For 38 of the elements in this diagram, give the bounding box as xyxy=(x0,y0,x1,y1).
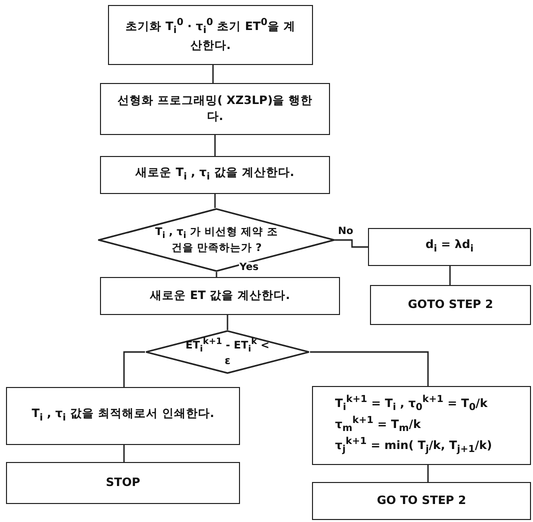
node-text: τ$_{m}$$^{k+1}$ = T$_{m}$/k xyxy=(335,414,421,436)
process-box xyxy=(100,156,330,194)
process-box xyxy=(368,228,531,266)
connector-line xyxy=(123,445,125,462)
decision-diamond xyxy=(145,330,310,374)
connector-line xyxy=(449,266,451,285)
connector-line xyxy=(310,351,429,386)
node-text: T$_{i}$$^{k+1}$ = T$_{i}$ , τ$_{0}$$^{k+1}$ = T$_{0}$/k xyxy=(335,394,488,415)
process-box xyxy=(312,482,531,520)
process-box xyxy=(100,277,340,315)
connector-line xyxy=(335,239,368,248)
connector-line xyxy=(212,65,214,83)
connector-line xyxy=(427,465,429,482)
process-box xyxy=(100,83,330,135)
decision-diamond xyxy=(98,208,335,272)
process-box xyxy=(6,462,240,504)
node-text: T$_{i}$ , τ$_{i}$ 값을 최적해로서 인쇄한다. xyxy=(32,406,214,426)
node-text: 새로운 ET 값을 계산한다. xyxy=(150,288,290,304)
connector-line xyxy=(214,194,216,208)
edge-label: No xyxy=(337,226,354,237)
node-text: GO TO STEP 2 xyxy=(376,493,466,509)
node-text: d$_{i}$ = λd$_{i}$ xyxy=(426,237,474,257)
connector-line xyxy=(214,135,216,156)
process-box xyxy=(6,387,240,445)
node-text: τ$_{j}$$^{k+1}$ = min( T$_{j}$/k, T$_{j+1}$/k) xyxy=(335,436,492,458)
connector-line xyxy=(123,351,145,387)
edge-label: Yes xyxy=(238,262,260,273)
connector-line xyxy=(226,315,228,330)
process-box xyxy=(108,5,313,65)
node-text: ET$_{i}$$^{k+1}$ - ET$_{i}$$^{k}$ < ε xyxy=(184,336,270,368)
process-box xyxy=(370,285,531,325)
node-text: GOTO STEP 2 xyxy=(408,297,494,313)
node-text: 선형화 프로그래밍( XZ3LP)을 행한다. xyxy=(116,93,314,125)
process-box xyxy=(312,386,531,465)
node-text: 초기화 T$_{i}$$^{0}$ · τ$_{i}$$^{0}$ 초기 ET$^{0}$을 계산한다. xyxy=(124,16,296,54)
node-text: T$_{i}$ , τ$_{i}$ 가 비선형 제약 조건을 만족하는가 ? xyxy=(154,226,279,254)
node-text: STOP xyxy=(106,475,140,491)
node-text: 새로운 T$_{i}$ , τ$_{i}$ 값을 계산한다. xyxy=(136,165,294,185)
